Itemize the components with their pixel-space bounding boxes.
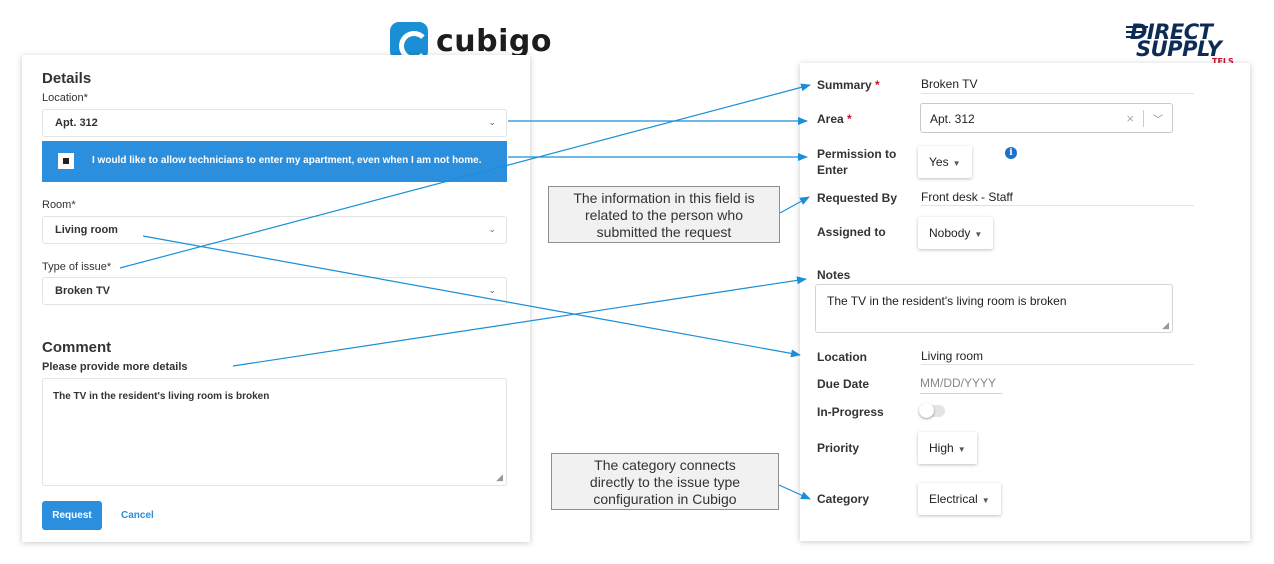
callout-line: configuration in Cubigo bbox=[593, 491, 737, 507]
category-dropdown-value: Electrical bbox=[929, 492, 978, 506]
area-select-value: Apt. 312 bbox=[930, 112, 975, 126]
permission-dropdown[interactable]: Yes▼ bbox=[918, 146, 972, 178]
location-select[interactable]: Apt. 312 ⌄ bbox=[42, 109, 507, 137]
request-button[interactable]: Request bbox=[42, 501, 102, 530]
caret-down-icon: ▼ bbox=[974, 230, 983, 239]
issue-type-label: Type of issue* bbox=[42, 261, 112, 273]
priority-label: Priority bbox=[817, 441, 860, 455]
category-label: Category bbox=[817, 492, 870, 506]
due-date-underline bbox=[920, 393, 1002, 394]
due-date-label: Due Date bbox=[817, 377, 870, 391]
comment-prompt: Please provide more details bbox=[42, 361, 188, 373]
callout-line: submitted the request bbox=[596, 224, 732, 240]
due-date-input[interactable]: MM/DD/YYYY bbox=[920, 376, 997, 390]
chevron-down-icon: ⌄ bbox=[488, 285, 496, 295]
category-callout: The category connects directly to the is… bbox=[551, 453, 779, 510]
location-value[interactable]: Living room bbox=[921, 349, 984, 363]
comment-title: Comment bbox=[42, 339, 112, 356]
callout-line: related to the person who bbox=[585, 207, 743, 223]
cubigo-logo: cubigo bbox=[390, 22, 552, 61]
requested-by-label: Requested By bbox=[817, 191, 898, 205]
direct-supply-logo-line3: TELS bbox=[1212, 57, 1234, 66]
assigned-to-dropdown-value: Nobody bbox=[929, 226, 971, 240]
cancel-link[interactable]: Cancel bbox=[121, 510, 154, 521]
requested-by-value: Front desk - Staff bbox=[921, 190, 1013, 204]
location-label: Location bbox=[817, 350, 867, 364]
caret-down-icon: ▼ bbox=[981, 496, 990, 505]
caret-down-icon: ▼ bbox=[952, 159, 961, 168]
chevron-down-icon: ⌄ bbox=[488, 117, 496, 127]
area-label: Area * bbox=[817, 111, 852, 127]
info-icon[interactable]: i bbox=[1005, 147, 1017, 159]
issue-type-select-value: Broken TV bbox=[55, 285, 111, 297]
room-select-value: Living room bbox=[55, 224, 118, 236]
required-mark: * bbox=[875, 78, 880, 92]
comment-textarea[interactable]: The TV in the resident's living room is … bbox=[42, 378, 507, 486]
permission-label-line2: Enter bbox=[817, 163, 848, 177]
callout-line: The information in this field is bbox=[573, 190, 755, 206]
notes-label: Notes bbox=[817, 268, 851, 282]
direct-supply-work-order-form: Summary * Broken TV Area * Apt. 312 × ﹀ … bbox=[800, 63, 1250, 541]
notes-textarea-value: The TV in the resident's living room is … bbox=[827, 294, 1067, 308]
select-divider bbox=[1143, 110, 1144, 127]
cubigo-request-form: Details Location* Apt. 312 ⌄ I would lik… bbox=[22, 55, 530, 542]
permission-label-line1: Permission to bbox=[817, 147, 897, 161]
cubigo-logo-icon bbox=[390, 22, 429, 61]
assigned-to-label: Assigned to bbox=[817, 225, 886, 239]
summary-value[interactable]: Broken TV bbox=[921, 77, 978, 91]
in-progress-label: In-Progress bbox=[817, 405, 884, 419]
resize-handle-icon[interactable]: ◢ bbox=[1162, 320, 1169, 330]
area-label-text: Area bbox=[817, 112, 844, 126]
callout-line: The category connects bbox=[594, 457, 736, 473]
caret-down-icon: ▼ bbox=[957, 445, 966, 454]
summary-underline bbox=[921, 93, 1194, 94]
logo-stripe bbox=[1126, 36, 1140, 38]
requested-by-callout: The information in this field is related… bbox=[548, 186, 780, 243]
logo-stripe bbox=[1126, 26, 1148, 28]
issue-type-select[interactable]: Broken TV ⌄ bbox=[42, 277, 507, 305]
category-dropdown[interactable]: Electrical▼ bbox=[918, 483, 1001, 515]
assigned-to-dropdown[interactable]: Nobody▼ bbox=[918, 217, 994, 249]
requested-by-underline bbox=[921, 205, 1194, 206]
permission-checkbox[interactable] bbox=[58, 153, 74, 169]
required-mark: * bbox=[847, 112, 852, 126]
room-select[interactable]: Living room ⌄ bbox=[42, 216, 507, 244]
direct-supply-logo-line1: DIRECT bbox=[1130, 20, 1213, 44]
chevron-down-icon[interactable]: ﹀ bbox=[1153, 115, 1163, 126]
details-title: Details bbox=[42, 70, 92, 87]
clear-icon[interactable]: × bbox=[1126, 111, 1134, 126]
logo-stripe bbox=[1126, 31, 1144, 33]
direct-supply-logo: DIRECT SUPPLY TELS bbox=[1126, 20, 1236, 66]
priority-dropdown[interactable]: High▼ bbox=[918, 432, 977, 464]
area-select[interactable]: Apt. 312 × ﹀ bbox=[920, 103, 1173, 133]
in-progress-toggle[interactable] bbox=[919, 403, 945, 418]
cubigo-logo-text: cubigo bbox=[436, 23, 552, 59]
notes-textarea[interactable]: The TV in the resident's living room is … bbox=[815, 284, 1173, 333]
permission-dropdown-value: Yes bbox=[929, 155, 949, 169]
room-label: Room* bbox=[42, 199, 76, 211]
permission-text: I would like to allow technicians to ent… bbox=[92, 155, 482, 166]
comment-textarea-value: The TV in the resident's living room is … bbox=[53, 391, 270, 402]
location-label: Location* bbox=[42, 92, 88, 104]
summary-label: Summary * bbox=[817, 77, 880, 93]
summary-label-text: Summary bbox=[817, 78, 872, 92]
priority-dropdown-value: High bbox=[929, 441, 954, 455]
location-underline bbox=[921, 364, 1194, 365]
permission-label: Permission to Enter bbox=[817, 146, 896, 178]
direct-supply-logo-line2: SUPPLY bbox=[1136, 37, 1222, 61]
permission-row[interactable]: I would like to allow technicians to ent… bbox=[42, 141, 507, 182]
resize-handle-icon[interactable]: ◢ bbox=[496, 472, 503, 482]
chevron-down-icon: ⌄ bbox=[488, 224, 496, 234]
location-select-value: Apt. 312 bbox=[55, 117, 98, 129]
callout-line: directly to the issue type bbox=[589, 474, 741, 490]
